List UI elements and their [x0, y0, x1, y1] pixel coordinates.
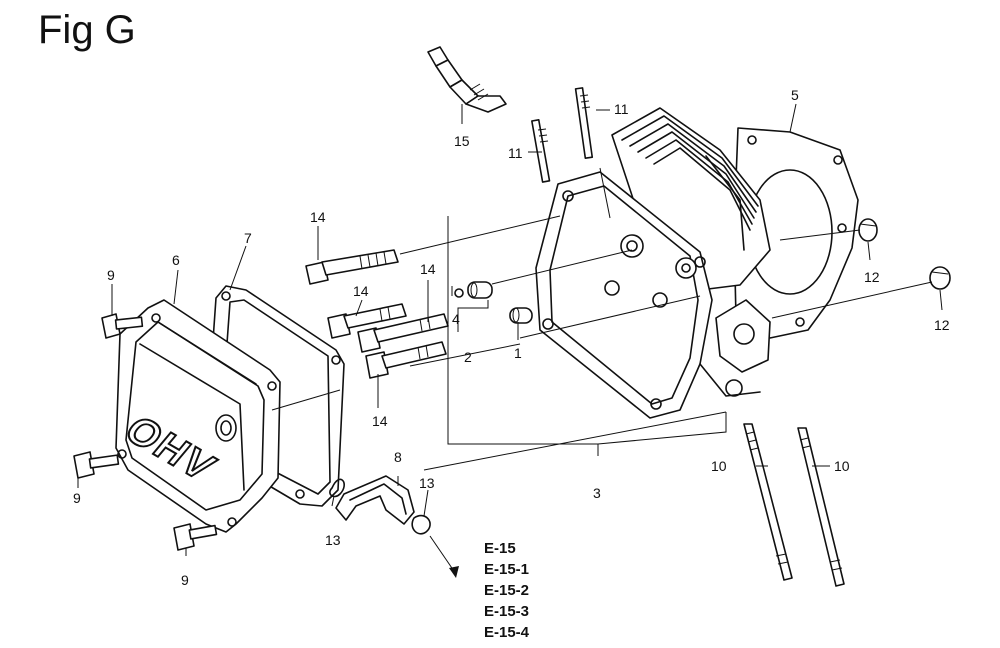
callout-10-left: 10 — [711, 458, 727, 474]
callout-14-bottom: 14 — [372, 413, 388, 429]
callout-1: 1 — [514, 345, 522, 361]
reference-item: E-15-3 — [484, 603, 530, 620]
cylinder-head — [535, 107, 771, 419]
callout-12-upper: 12 — [864, 269, 880, 285]
reference-item: E-15 — [484, 540, 516, 557]
callout-12-lower: 12 — [934, 317, 950, 333]
callout-9-middle: 9 — [73, 490, 81, 506]
callout-13-left: 13 — [325, 532, 341, 548]
callout-7: 7 — [244, 230, 252, 246]
reference-list: E-15 E-15-1 E-15-2 E-15-3 E-15-4 — [484, 538, 529, 643]
callout-15: 15 — [454, 133, 470, 149]
cap-plug-12-upper — [858, 218, 878, 242]
flange-bolt-14-c — [365, 341, 447, 379]
breather-tube — [335, 475, 415, 525]
reference-item: E-15-4 — [484, 624, 530, 641]
callout-14-right: 14 — [420, 261, 436, 277]
cover-bolt-9-middle — [73, 451, 120, 479]
callout-labels: 15 11 11 5 14 14 14 14 7 6 9 9 9 4 2 1 1… — [73, 87, 950, 588]
callout-2: 2 — [464, 349, 472, 365]
reference-item: E-15-2 — [484, 582, 530, 599]
reference-item: E-15-1 — [484, 561, 530, 578]
stud-bolt-11-left — [531, 118, 551, 183]
dowel-pin-4 — [467, 281, 493, 299]
tube-clip-13-right — [411, 514, 431, 535]
callout-14-top: 14 — [310, 209, 326, 225]
cylinder-head-cover: OHV — [115, 299, 281, 533]
callout-11-left: 11 — [508, 145, 523, 161]
head-gasket — [733, 127, 859, 339]
callout-5: 5 — [791, 87, 799, 103]
long-stud-10-right — [797, 427, 845, 587]
leader-lines — [77, 103, 943, 578]
callout-10-right: 10 — [834, 458, 850, 474]
cover-bolt-9-top — [101, 313, 144, 339]
flange-bolt-14-a — [327, 303, 407, 339]
callout-9-bottom: 9 — [181, 572, 189, 588]
flange-bolt-14-top — [305, 249, 399, 285]
dowel-pin-1 — [509, 307, 533, 324]
cover-bolt-9-bottom — [173, 523, 218, 551]
cap-plug-12-lower — [929, 266, 951, 290]
callout-11-right: 11 — [614, 101, 629, 117]
long-stud-10-left — [743, 423, 793, 581]
callout-3: 3 — [593, 485, 601, 501]
callout-14-middle: 14 — [353, 283, 369, 299]
callout-9-top: 9 — [107, 267, 115, 283]
spark-plug — [427, 46, 507, 113]
small-pin-4 — [454, 288, 464, 298]
stud-bolt-11-right — [574, 87, 594, 159]
figure-title: Fig G — [38, 8, 136, 52]
callout-6: 6 — [172, 252, 180, 268]
callout-4: 4 — [452, 311, 460, 327]
callout-13-right: 13 — [419, 475, 435, 491]
tube-clip-13-left — [329, 478, 345, 498]
callout-8: 8 — [394, 449, 402, 465]
